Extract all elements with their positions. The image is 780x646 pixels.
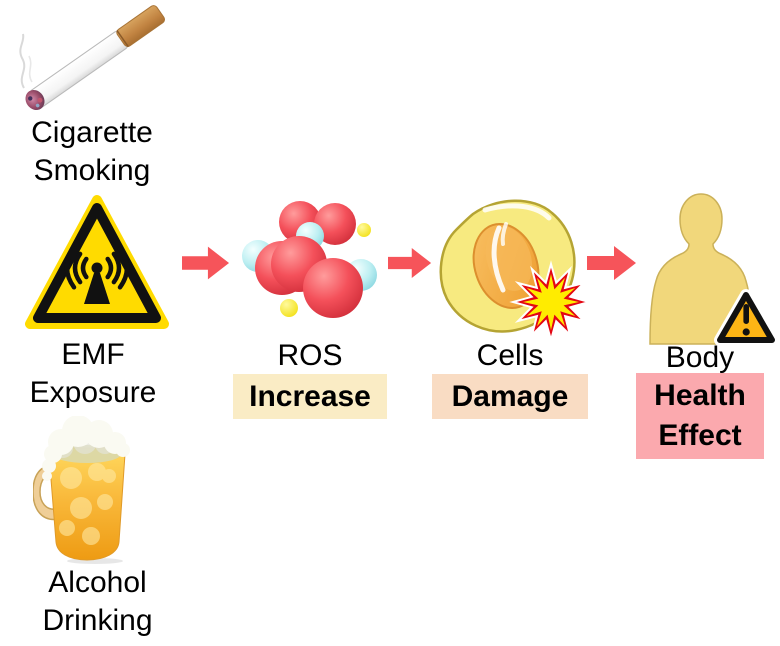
emf-warning-icon [22, 192, 172, 334]
cause-label-emf: EMF Exposure [3, 336, 183, 412]
cigarette-icon [10, 2, 170, 114]
highlight-health-line1: Health [654, 379, 746, 412]
step-title-body: Body [665, 341, 735, 374]
cause-emf-line1: EMF [61, 338, 125, 371]
damaged-cell-icon [433, 194, 588, 344]
flow-arrow-3 [587, 243, 637, 283]
highlight-increase: Increase [233, 374, 387, 419]
cause-label-alcohol: Alcohol Drinking [5, 564, 190, 640]
cause-alcohol-line1: Alcohol [48, 566, 147, 599]
step-title-ros: ROS [277, 339, 343, 372]
highlight-damage: Damage [432, 374, 588, 419]
cause-alcohol-line2: Drinking [42, 604, 153, 637]
cause-smoking-line1: Cigarette [31, 116, 153, 149]
ros-molecules-icon [238, 196, 378, 338]
flow-arrow-2 [388, 243, 432, 283]
flow-arrow-1 [182, 243, 230, 283]
body-warning-icon [648, 192, 778, 346]
highlight-health-line2: Effect [658, 419, 742, 452]
beer-mug-icon [33, 416, 141, 564]
highlight-health-effect: Health Effect [636, 373, 764, 459]
cause-label-smoking: Cigarette Smoking [2, 114, 182, 190]
cause-emf-line2: Exposure [29, 376, 157, 409]
cause-smoking-line2: Smoking [33, 154, 151, 187]
step-title-cells: Cells [476, 339, 544, 372]
